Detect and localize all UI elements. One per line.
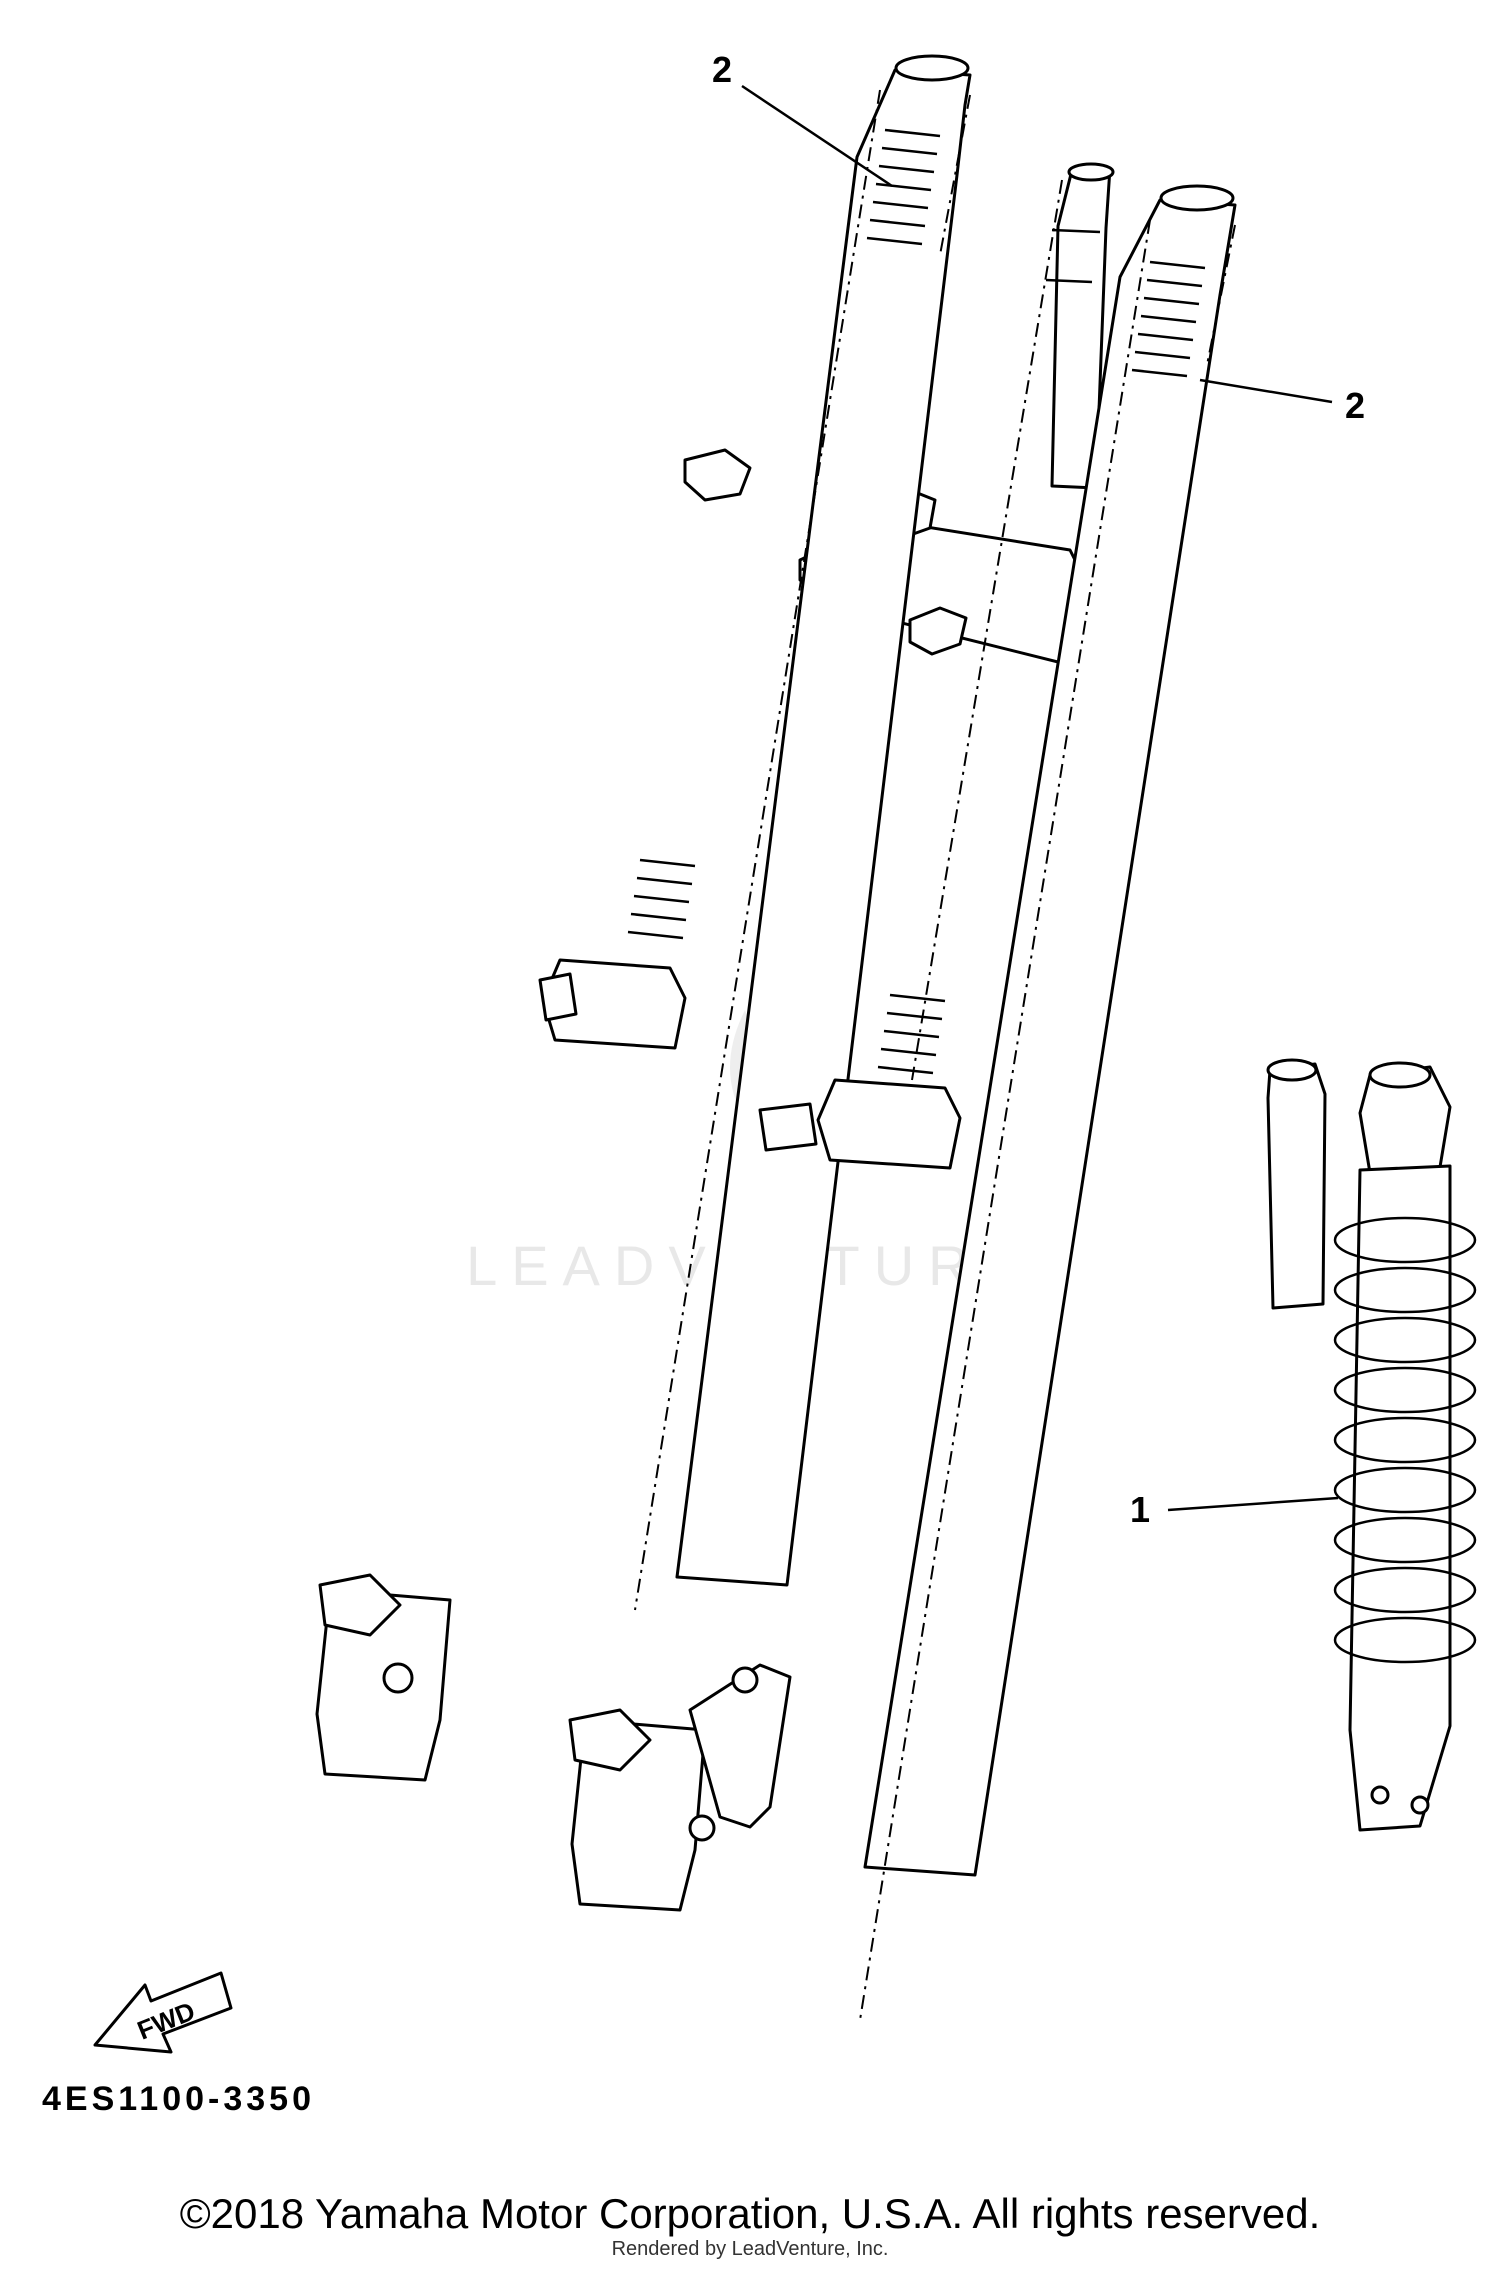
fork-tube-left	[315, 54, 972, 1782]
rear-shock-absorber	[1266, 1058, 1477, 1832]
guide-lines	[634, 89, 1236, 2021]
callout-2-right: 2	[1345, 385, 1365, 426]
shock-spring	[1333, 1216, 1477, 1664]
callout-2-top: 2	[712, 49, 732, 90]
callout-1: 1	[1130, 1489, 1150, 1530]
rendered-by-credit: Rendered by LeadVenture, Inc.	[611, 2238, 889, 2260]
fork-spring-left-lower	[627, 858, 696, 940]
fwd-arrow-icon: FWD	[93, 1971, 233, 2054]
steering-stem	[1045, 162, 1115, 490]
diagram-code: 4ES1100-3350	[42, 2080, 315, 2118]
fork-spring-right-upper	[1131, 260, 1206, 378]
fork-spring-left-upper	[866, 128, 941, 246]
copyright-notice: ©2018 Yamaha Motor Corporation, U.S.A. A…	[179, 2190, 1321, 2237]
fork-tube-right	[568, 184, 1237, 1912]
fork-spring-right-lower	[877, 993, 946, 1075]
leader-lines	[741, 84, 1339, 1512]
